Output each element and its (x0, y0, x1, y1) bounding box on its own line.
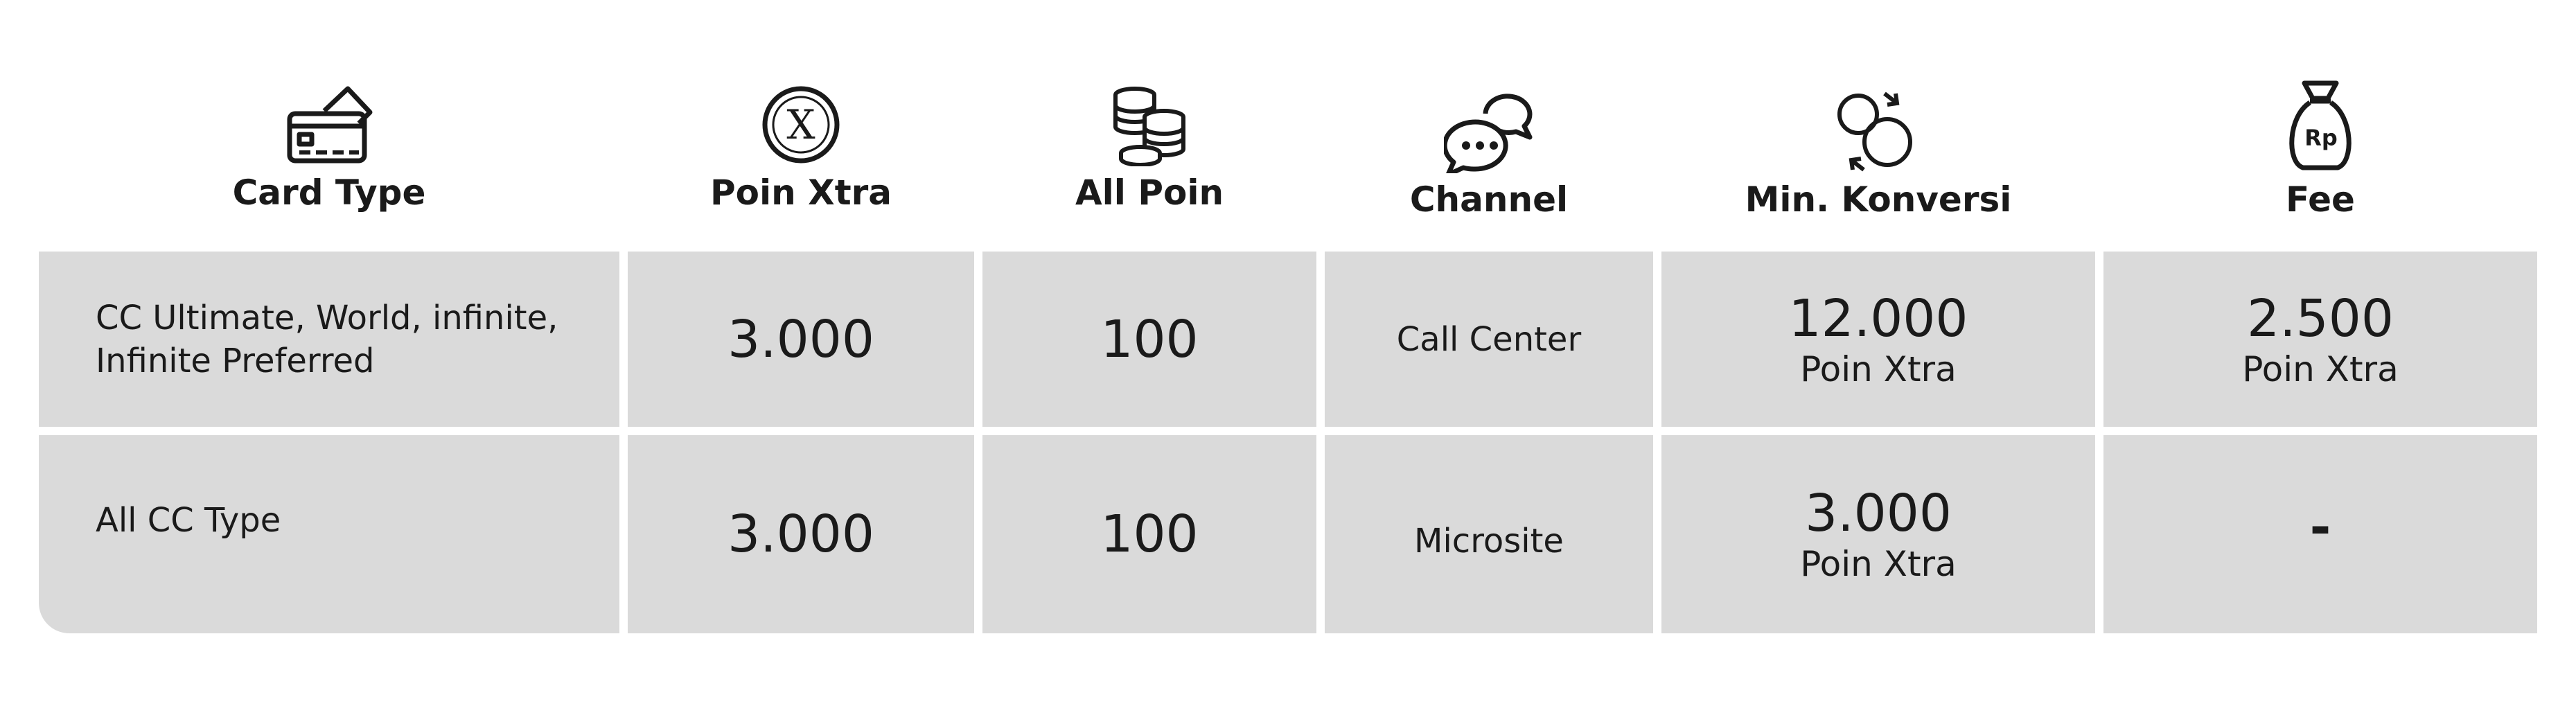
fee-value: 2.500 (2247, 288, 2394, 349)
table-row-1-min-konversi: 12.000 Poin Xtra (1661, 252, 2095, 427)
header-fee: Rp Fee (2103, 69, 2537, 236)
min-konversi-value: 3.000 (1805, 484, 1952, 543)
channel-value: Call Center (1396, 319, 1582, 359)
money-bag-icon: Rp (2289, 80, 2352, 170)
all-poin-value: 100 (1100, 504, 1199, 564)
svg-text:Rp: Rp (2304, 125, 2338, 151)
header-card-type: Card Type (39, 62, 619, 229)
table-row-2-card-type: All CC Type (39, 435, 619, 633)
table-row-2-poin-xtra: 3.000 (628, 435, 974, 633)
table-row-2-all-poin: 100 (982, 435, 1316, 633)
fee-value: - (2309, 498, 2331, 557)
conversion-circles-icon (1837, 91, 1912, 172)
header-label: Fee (2286, 179, 2355, 220)
header-label: All Poin (1075, 173, 1224, 213)
poin-xtra-coin-icon: X (762, 86, 840, 164)
card-type-text: CC Ultimate, World, infinite, (96, 298, 558, 337)
table-row-1-card-type: CC Ultimate, World, infinite, Infinite P… (39, 252, 619, 427)
header-channel: Channel (1325, 69, 1653, 236)
coin-stack-icon (1113, 87, 1185, 166)
header-label: Channel (1409, 179, 1569, 220)
header-label: Poin Xtra (710, 173, 892, 213)
table-row-1-poin-xtra: 3.000 (628, 252, 974, 427)
min-konversi-unit: Poin Xtra (1800, 349, 1957, 389)
card-type-text: All CC Type (96, 501, 281, 540)
poin-xtra-value: 3.000 (727, 309, 874, 369)
table-row-2-fee: - (2103, 435, 2537, 633)
header-all-poin: All Poin (982, 62, 1316, 229)
min-konversi-unit: Poin Xtra (1800, 544, 1957, 584)
poin-xtra-value: 3.000 (727, 504, 874, 564)
table-row-1-fee: 2.500 Poin Xtra (2103, 252, 2537, 427)
table-row-2-channel: Microsite (1325, 435, 1653, 633)
header-min-konversi: Min. Konversi (1661, 69, 2095, 236)
table-row-2-min-konversi: 3.000 Poin Xtra (1661, 435, 2095, 633)
chat-bubbles-icon (1444, 94, 1533, 173)
table-row-1-channel: Call Center (1325, 252, 1653, 427)
svg-text:X: X (786, 101, 815, 148)
fee-unit: Poin Xtra (2242, 349, 2399, 389)
header-label: Min. Konversi (1745, 179, 2012, 220)
card-type-text: Infinite Preferred (96, 341, 375, 380)
credit-card-icon (287, 86, 373, 164)
header-poin-xtra: X Poin Xtra (628, 62, 974, 229)
all-poin-value: 100 (1100, 309, 1199, 369)
channel-value: Microsite (1414, 522, 1564, 561)
header-label: Card Type (232, 173, 426, 213)
min-konversi-value: 12.000 (1788, 288, 1968, 349)
table-row-1-all-poin: 100 (982, 252, 1316, 427)
